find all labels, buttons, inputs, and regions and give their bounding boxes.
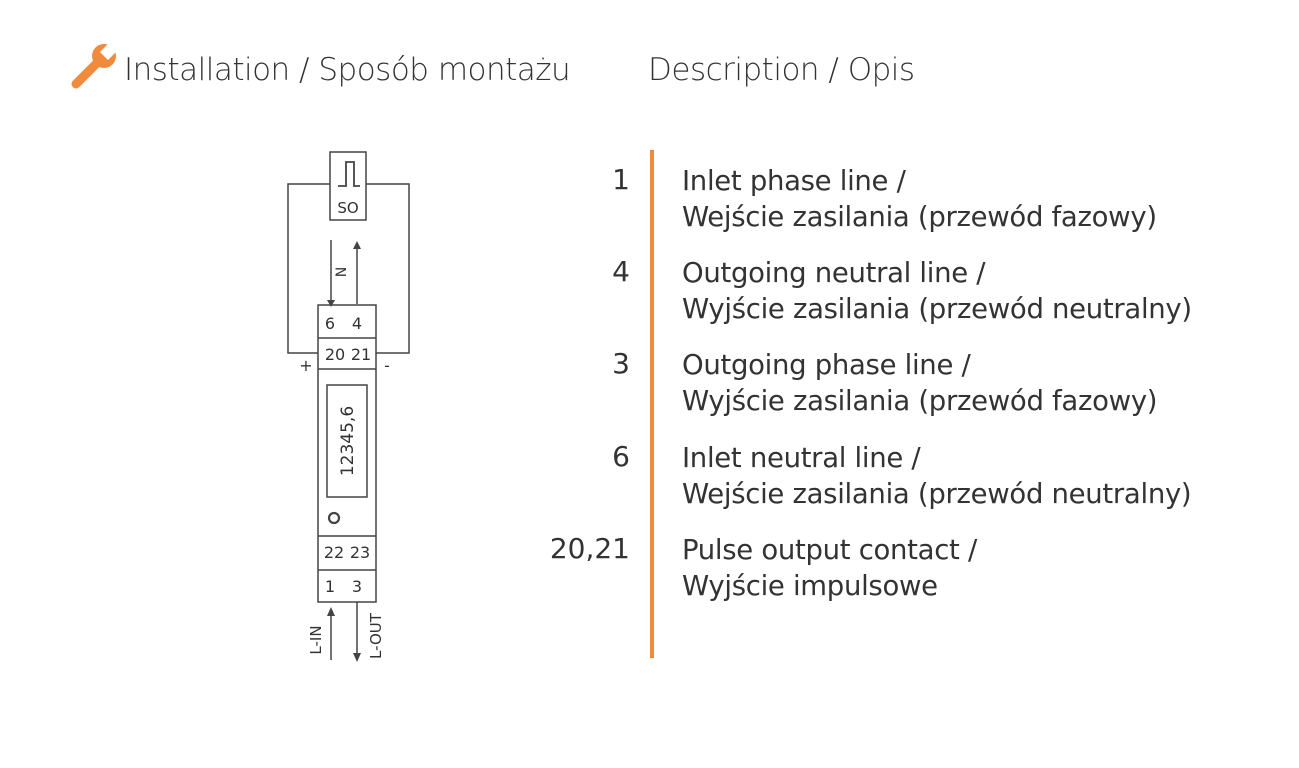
terminal-21: 21 — [351, 345, 371, 364]
neutral-label: N — [334, 267, 350, 277]
description-title: Description / Opis — [648, 52, 915, 88]
plus-label: + — [299, 356, 312, 375]
wiring-diagram: SO N 6 4 20 21 + - 12345,6 22 23 1 3 L-I… — [287, 151, 410, 662]
description-text: Pulse output contact / Wyjście impulsowe — [682, 532, 977, 604]
description-item: 3 Outgoing phase line / Wyjście zasilani… — [520, 347, 1280, 427]
description-line-en: Outgoing phase line / — [682, 349, 971, 381]
description-line-en: Inlet neutral line / — [682, 442, 921, 474]
terminal-number: 3 — [612, 347, 630, 380]
installation-title: Installation / Sposób montażu — [124, 52, 571, 88]
description-line-pl: Wyjście impulsowe — [682, 570, 938, 602]
so-label: SO — [337, 199, 358, 217]
description-line-pl: Wyjście zasilania (przewód neutralny) — [682, 293, 1192, 325]
meter-body — [317, 304, 377, 603]
display-value: 12345,6 — [338, 406, 358, 476]
terminal-number: 1 — [612, 163, 630, 196]
description-item: 4 Outgoing neutral line / Wyjście zasila… — [520, 255, 1280, 335]
line-out-label: L-OUT — [367, 612, 385, 659]
description-line-en: Inlet phase line / — [682, 165, 906, 197]
led-indicator — [327, 511, 341, 525]
description-text: Outgoing neutral line / Wyjście zasilani… — [682, 255, 1192, 327]
terminal-20: 20 — [325, 345, 345, 364]
so-box — [329, 151, 367, 221]
description-text: Inlet phase line / Wejście zasilania (pr… — [682, 163, 1157, 235]
terminal-number: 20,21 — [549, 532, 630, 565]
plus-wire — [287, 183, 330, 354]
description-text: Inlet neutral line / Wejście zasilania (… — [682, 440, 1192, 512]
line-in-label: L-IN — [307, 625, 325, 654]
description-line-pl: Wyjście zasilania (przewód fazowy) — [682, 385, 1158, 417]
description-text: Outgoing phase line / Wyjście zasilania … — [682, 347, 1158, 419]
description-item: 20,21 Pulse output contact / Wyjście imp… — [520, 532, 1280, 612]
accent-divider — [650, 150, 654, 658]
meter-display — [326, 384, 368, 498]
terminal-number: 4 — [612, 255, 630, 288]
terminal-number: 6 — [612, 440, 630, 473]
description-line-pl: Wejście zasilania (przewód fazowy) — [682, 201, 1157, 233]
terminal-22: 22 — [324, 543, 344, 562]
terminal-6: 6 — [325, 314, 335, 333]
terminal-3: 3 — [352, 577, 362, 596]
terminal-23: 23 — [350, 543, 370, 562]
description-line-en: Pulse output contact / — [682, 534, 977, 566]
pulse-symbol — [338, 161, 360, 187]
minus-wire — [366, 183, 410, 354]
description-line-en: Outgoing neutral line / — [682, 257, 986, 289]
terminal-4: 4 — [352, 314, 362, 333]
terminal-1: 1 — [325, 577, 335, 596]
description-item: 1 Inlet phase line / Wejście zasilania (… — [520, 163, 1280, 243]
description-item: 6 Inlet neutral line / Wejście zasilania… — [520, 440, 1280, 520]
minus-label: - — [384, 356, 390, 375]
description-line-pl: Wejście zasilania (przewód neutralny) — [682, 478, 1192, 510]
wrench-icon — [71, 44, 116, 89]
